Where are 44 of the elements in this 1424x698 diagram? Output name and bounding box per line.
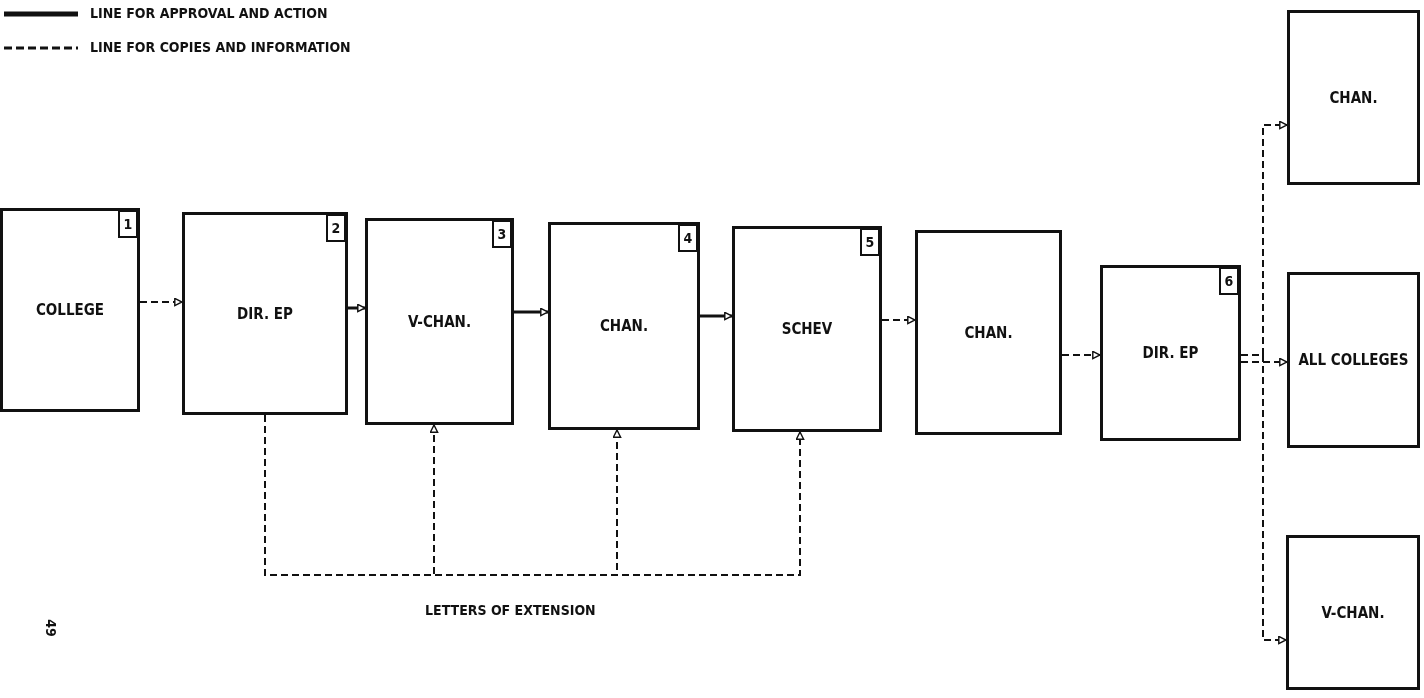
arrow (348, 303, 366, 313)
box-label: V-CHAN. (1320, 603, 1386, 622)
step-number-box (118, 210, 138, 238)
step-number: 4 (683, 230, 693, 246)
step-number-box (1219, 267, 1239, 295)
page-number: 49 (42, 619, 59, 637)
step-number: 1 (123, 216, 133, 232)
arrow (700, 311, 733, 321)
box-label: CHAN. (598, 317, 650, 335)
box-label: CHAN. (963, 323, 1014, 342)
box-label: V-CHAN. (407, 312, 472, 331)
step-number: 6 (1224, 273, 1234, 289)
process-box (1287, 272, 1420, 448)
step-number: 2 (331, 220, 341, 236)
arrow (1240, 354, 1287, 645)
step-number-box (326, 214, 346, 242)
legend-label: LINE FOR APPROVAL AND ACTION (90, 5, 328, 21)
process-box (548, 222, 700, 430)
box-label: SCHEV (780, 320, 834, 338)
arrow (1061, 350, 1101, 360)
step-number-box (860, 228, 880, 256)
bracket-label: LETTERS OF EXTENSION (425, 602, 596, 618)
box-label: DIR. EP (1141, 344, 1200, 362)
step-number: 5 (865, 234, 875, 250)
arrow (881, 315, 916, 325)
process-box (732, 226, 882, 432)
box-label: DIR. EP (236, 304, 294, 323)
box-label: CHAN. (1328, 88, 1379, 107)
process-box (915, 230, 1062, 435)
arrow (514, 307, 549, 317)
process-box (365, 218, 514, 425)
box-label: ALL COLLEGES (1297, 351, 1410, 369)
box-label: COLLEGE (34, 301, 106, 319)
process-box (1286, 535, 1420, 690)
arrow (1240, 357, 1288, 367)
legend-label: LINE FOR COPIES AND INFORMATION (90, 39, 351, 55)
step-number: 3 (497, 226, 507, 242)
process-box (0, 208, 140, 412)
step-number-box (678, 224, 698, 252)
process-box (1287, 10, 1420, 185)
step-number-box (492, 220, 512, 248)
arrow (139, 297, 183, 307)
process-box (1100, 265, 1241, 441)
process-box (182, 212, 348, 415)
